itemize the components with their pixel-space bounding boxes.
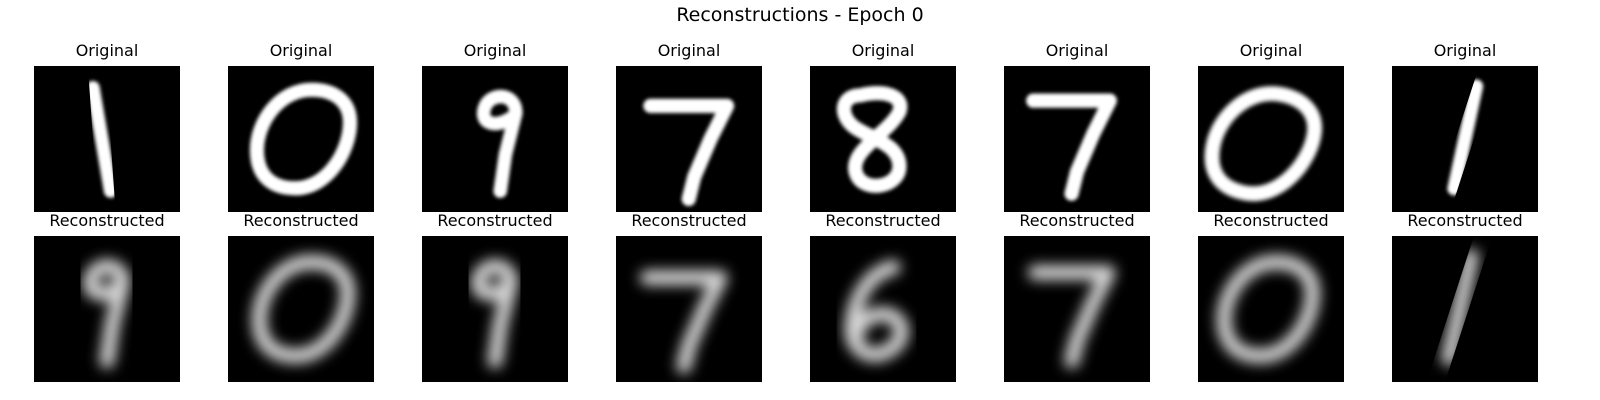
digit-stroke — [643, 98, 735, 207]
reconstructed-image-8 — [1392, 236, 1538, 382]
original-label: Original — [1433, 41, 1497, 60]
digit-stroke — [844, 259, 909, 363]
original-label: Original — [1239, 41, 1303, 60]
figure-title: Reconstructions - Epoch 0 — [676, 4, 924, 26]
digit-stroke — [476, 89, 523, 198]
reconstructed-label: Reconstructed — [243, 211, 359, 230]
digit-9-glyph — [34, 236, 180, 382]
digit-stroke — [83, 259, 130, 369]
digit-0-glyph — [1198, 66, 1344, 212]
original-label: Original — [851, 41, 915, 60]
original-image-2 — [228, 66, 374, 212]
digit-stroke — [836, 86, 908, 193]
original-image-5 — [810, 66, 956, 212]
reconstructed-label: Reconstructed — [631, 211, 747, 230]
reconstructed-image-6 — [1004, 236, 1150, 382]
reconstructed-label: Reconstructed — [1019, 211, 1135, 230]
reconstructed-image-3 — [422, 236, 568, 382]
digit-stroke — [1027, 265, 1116, 369]
original-image-4 — [616, 66, 762, 212]
reconstructed-label: Reconstructed — [1213, 211, 1329, 230]
reconstructed-image-2 — [228, 236, 374, 382]
digit-1-glyph — [34, 66, 180, 212]
digit-7-glyph — [616, 236, 762, 382]
original-image-3 — [422, 66, 568, 212]
digit-stroke — [249, 82, 358, 196]
digit-1-glyph — [1392, 66, 1538, 212]
digit-9-glyph — [422, 66, 568, 212]
reconstructed-image-1 — [34, 236, 180, 382]
reconstructed-image-4 — [616, 236, 762, 382]
original-label: Original — [269, 41, 333, 60]
digit-9-glyph — [422, 236, 568, 382]
original-label: Original — [657, 41, 721, 60]
original-label: Original — [1045, 41, 1109, 60]
original-image-6 — [1004, 66, 1150, 212]
digit-stroke — [86, 80, 118, 198]
reconstructed-image-5 — [810, 236, 956, 382]
reconstructed-image-7 — [1198, 236, 1344, 382]
original-label: Original — [75, 41, 139, 60]
original-image-8 — [1392, 66, 1538, 212]
original-image-7 — [1198, 66, 1344, 212]
original-label: Original — [463, 41, 527, 60]
digit-0-glyph — [228, 236, 374, 382]
reconstructed-label: Reconstructed — [49, 211, 165, 230]
digit-1-glyph — [1392, 236, 1538, 382]
digit-stroke — [1447, 79, 1484, 196]
digit-stroke — [251, 254, 356, 364]
digit-0-glyph — [1198, 236, 1344, 382]
digit-8-glyph — [810, 66, 956, 212]
digit-stroke — [1026, 93, 1117, 201]
digit-stroke — [1204, 86, 1323, 202]
digit-7-glyph — [1004, 236, 1150, 382]
digit-0-glyph — [228, 66, 374, 212]
reconstructed-label: Reconstructed — [825, 211, 941, 230]
digit-6-glyph — [810, 236, 956, 382]
reconstructed-label: Reconstructed — [1407, 211, 1523, 230]
reconstructed-label: Reconstructed — [437, 211, 553, 230]
digit-7-glyph — [1004, 66, 1150, 212]
digit-stroke — [639, 270, 728, 374]
digit-stroke — [1216, 254, 1321, 364]
original-image-1 — [34, 66, 180, 212]
digit-stroke — [471, 259, 518, 369]
digit-7-glyph — [616, 66, 762, 212]
digit-stroke — [1441, 248, 1479, 366]
